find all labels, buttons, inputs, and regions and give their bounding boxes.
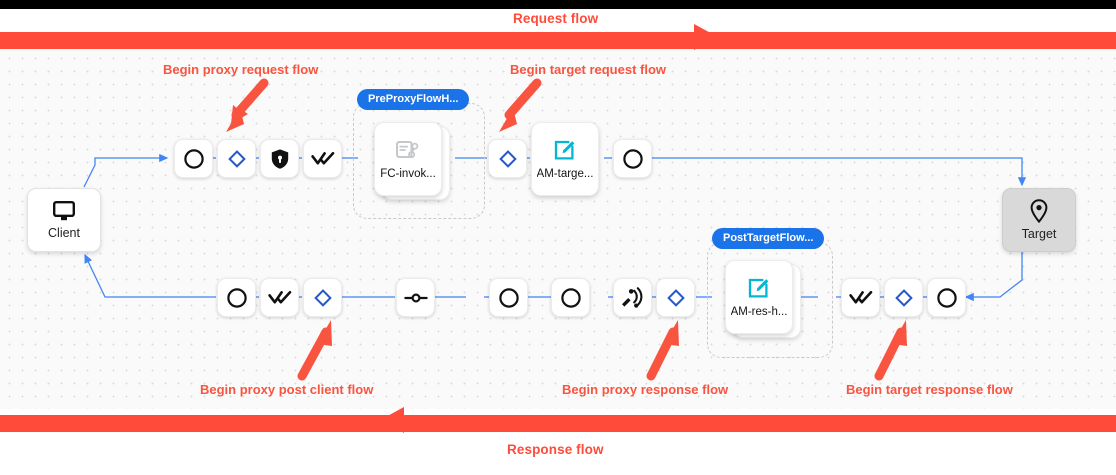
am-response-policy-label: AM-res-h... xyxy=(730,306,788,318)
request-target-end-node[interactable] xyxy=(613,139,652,178)
am-response-policy-card[interactable]: AM-res-h... xyxy=(725,260,793,334)
diagram-canvas[interactable] xyxy=(0,49,1116,409)
response-circle-b-node[interactable] xyxy=(551,278,590,317)
target-node[interactable]: Target xyxy=(1002,188,1076,252)
callout-begin-proxy-request-flow: Begin proxy request flow xyxy=(163,62,319,77)
request-start-node[interactable] xyxy=(174,139,213,178)
request-security-node[interactable] xyxy=(260,139,299,178)
response-flow-arrowhead xyxy=(380,407,404,433)
target-node-label: Target xyxy=(1021,227,1057,241)
double-check-icon xyxy=(848,289,873,307)
callout-begin-proxy-post-client-flow: Begin proxy post client flow xyxy=(200,382,374,397)
circle-icon xyxy=(936,287,958,309)
blue-diamond-icon xyxy=(498,149,518,169)
response-flow-bar xyxy=(0,415,1116,432)
link-node-icon xyxy=(403,291,428,305)
circle-icon xyxy=(622,148,644,170)
flow-callout-icon xyxy=(395,139,421,163)
callout-begin-target-response-flow: Begin target response flow xyxy=(846,382,1013,397)
response-target-checks-node[interactable] xyxy=(841,278,880,317)
request-flow-arrowhead xyxy=(694,24,718,50)
fc-invoke-policy-label: FC-invok... xyxy=(380,167,436,180)
request-proxy-flow-node[interactable] xyxy=(217,139,256,178)
post-target-flow-hook-badge[interactable]: PostTargetFlow... xyxy=(712,228,825,249)
callout-arrow-target-response xyxy=(874,320,907,381)
double-check-icon xyxy=(310,150,335,168)
response-target-start-node[interactable] xyxy=(927,278,966,317)
response-target-flow-node[interactable] xyxy=(884,278,923,317)
response-signal-node[interactable] xyxy=(613,278,652,317)
double-check-icon xyxy=(267,289,292,307)
top-black-strip xyxy=(0,0,1116,9)
callout-arrow-target-request xyxy=(499,78,542,132)
circle-icon xyxy=(560,287,582,309)
blue-diamond-icon xyxy=(666,288,686,308)
client-node-label: Client xyxy=(48,226,80,240)
blue-diamond-icon xyxy=(227,149,247,169)
circle-icon xyxy=(226,287,248,309)
blue-diamond-icon xyxy=(894,288,914,308)
callout-arrow-post-client xyxy=(297,320,332,381)
blue-diamond-icon xyxy=(313,288,333,308)
monitor-icon xyxy=(52,200,76,222)
shield-lock-icon xyxy=(270,148,290,170)
location-pin-icon xyxy=(1030,199,1048,223)
callout-arrow-proxy-response xyxy=(646,320,679,381)
response-flow-label: Response flow xyxy=(507,442,604,457)
assign-message-icon xyxy=(746,276,772,301)
client-node[interactable]: Client xyxy=(27,188,101,252)
pre-proxy-flow-hook-badge[interactable]: PreProxyFlowH... xyxy=(357,89,470,110)
assign-message-icon xyxy=(552,138,578,163)
response-link-node[interactable] xyxy=(396,278,435,317)
request-checks-node[interactable] xyxy=(303,139,342,178)
response-post-client-flow-node[interactable] xyxy=(303,278,342,317)
am-target-policy-label: AM-targe... xyxy=(536,168,594,180)
response-client-checks-node[interactable] xyxy=(260,278,299,317)
response-proxy-flow-node[interactable] xyxy=(656,278,695,317)
callout-begin-proxy-response-flow: Begin proxy response flow xyxy=(562,382,729,397)
fc-invoke-policy-card[interactable]: FC-invok... xyxy=(374,122,442,196)
am-target-policy-card[interactable]: AM-targe... xyxy=(531,122,599,196)
circle-icon xyxy=(498,287,520,309)
satellite-signal-icon xyxy=(621,286,645,310)
callout-arrow-proxy-request xyxy=(226,78,269,132)
request-flow-bar xyxy=(0,32,1116,49)
request-flow-label: Request flow xyxy=(513,11,599,26)
callout-begin-target-request-flow: Begin target request flow xyxy=(510,62,667,77)
request-target-flow-node[interactable] xyxy=(488,139,527,178)
response-circle-a-node[interactable] xyxy=(489,278,528,317)
circle-icon xyxy=(183,148,205,170)
response-client-end-node[interactable] xyxy=(217,278,256,317)
